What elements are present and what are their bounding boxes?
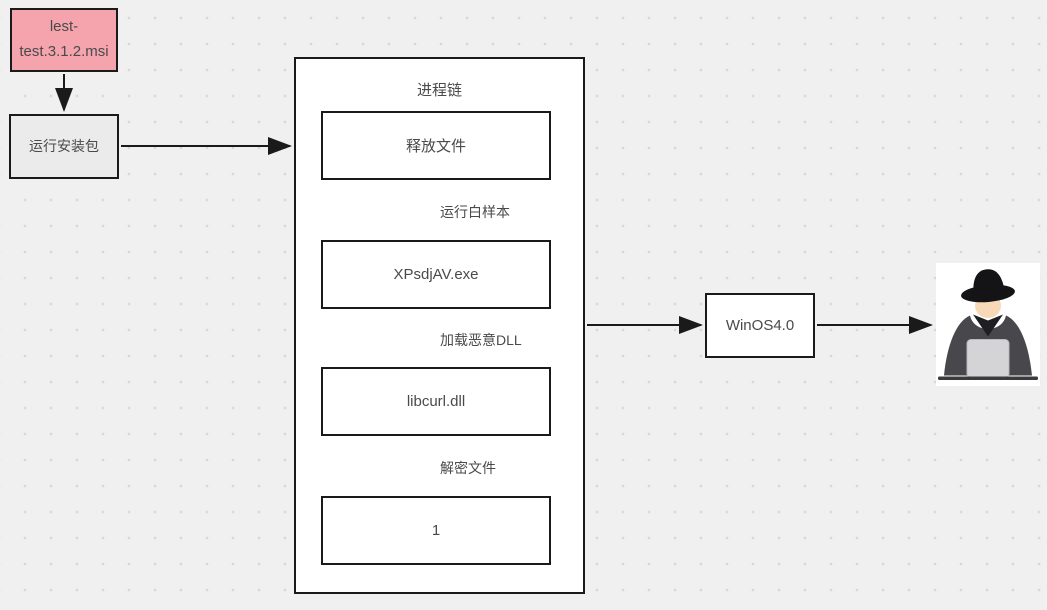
decrypted-file-label: 1 [431,522,441,539]
winos-label: WinOS4.0 [725,316,795,334]
installer-msi-label-line1: lest- [49,18,79,36]
container-process-chain[interactable]: 进程链 释放文件 运行白样本 XPsdjAV.exe 加载恶意DLL libcu… [294,57,585,594]
drop-file-label: 释放文件 [405,138,466,155]
node-run-installer[interactable]: 运行安装包 [9,114,119,179]
node-white-sample-exe[interactable]: XPsdjAV.exe [321,240,551,309]
white-sample-label: XPsdjAV.exe [393,266,479,283]
node-malicious-dll[interactable]: libcurl.dll [321,367,551,436]
node-hacker[interactable] [936,263,1040,386]
hacker-at-laptop-icon [936,263,1040,386]
malicious-dll-label: libcurl.dll [406,393,466,410]
installer-msi-label-line2: test.3.1.2.msi [19,43,109,60]
node-winos[interactable]: WinOS4.0 [705,293,815,358]
edge-label-load-malicious-dll: 加载恶意DLL [438,330,524,350]
node-drop-file[interactable]: 释放文件 [321,111,551,180]
node-decrypted-file[interactable]: 1 [321,496,551,565]
edge-label-decrypt-file: 解密文件 [438,458,498,478]
edge-label-run-white-sample: 运行白样本 [438,202,512,222]
process-chain-title: 进程链 [416,82,462,99]
run-installer-label: 运行安装包 [29,137,99,154]
node-installer-msi[interactable]: lest- test.3.1.2.msi [10,8,118,72]
